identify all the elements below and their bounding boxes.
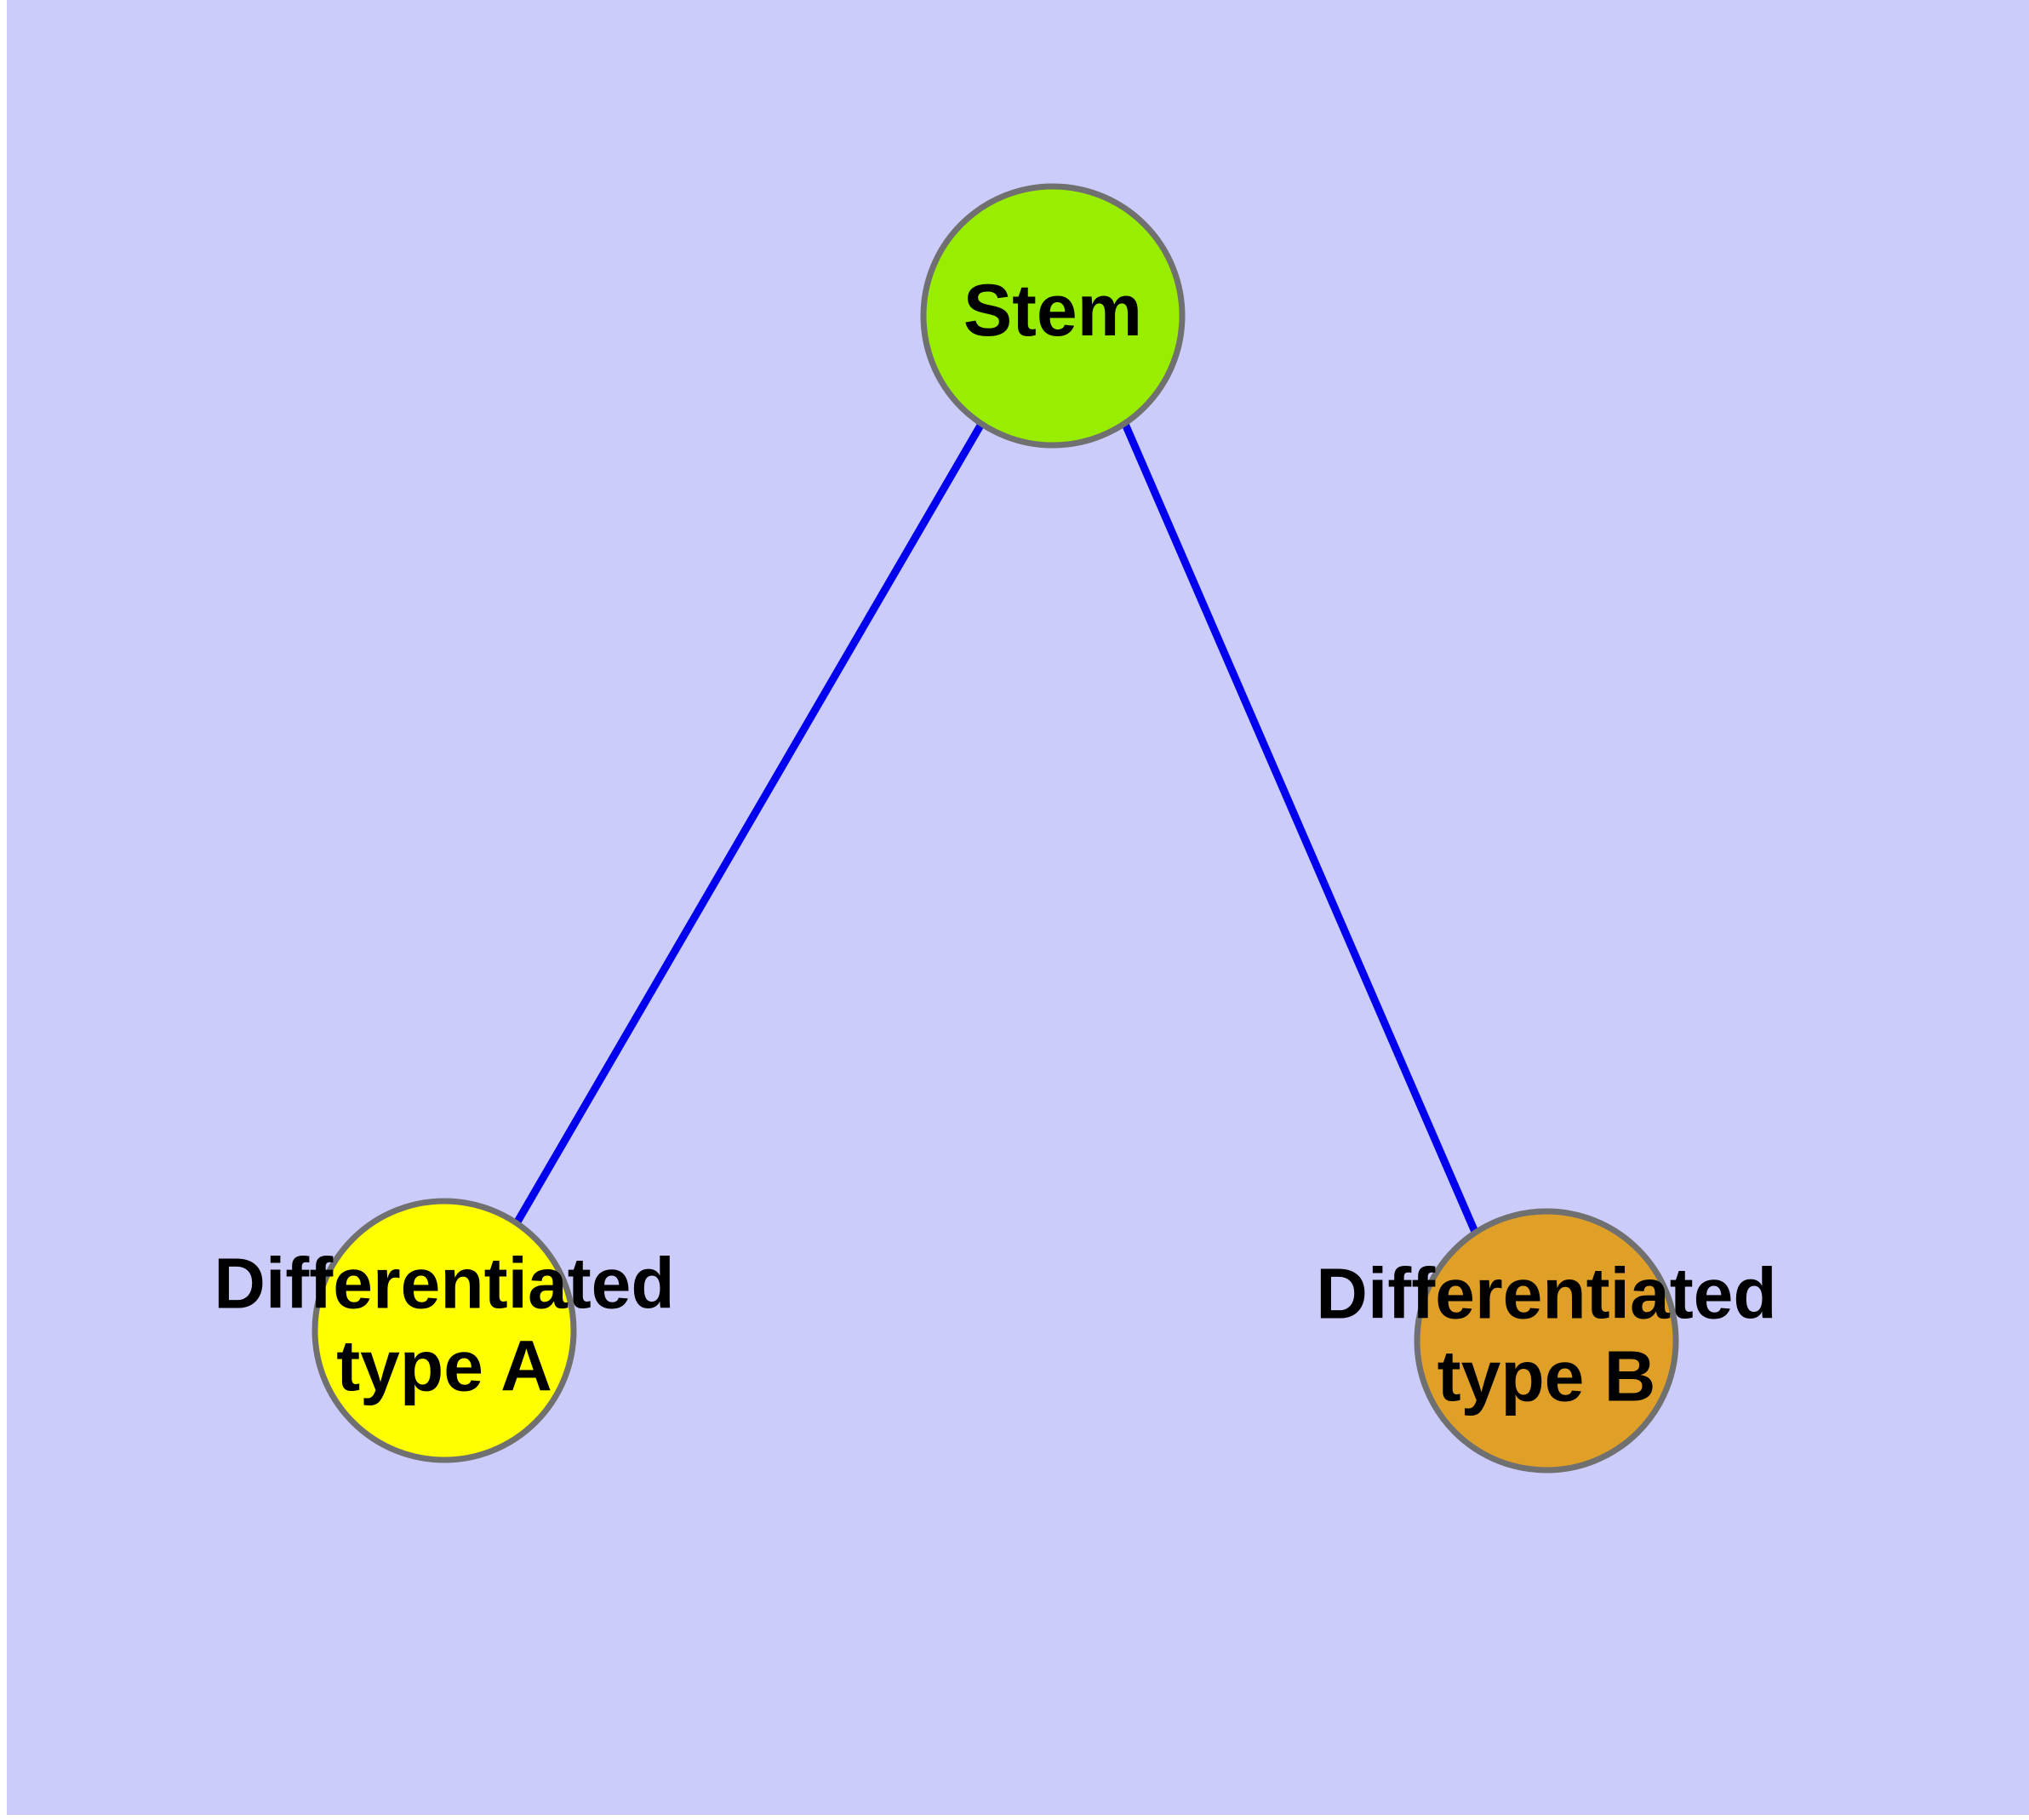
node-label-line: Stem: [963, 270, 1142, 352]
node-label-line: type B: [1437, 1336, 1656, 1417]
node-label-line: Differentiated: [214, 1243, 674, 1323]
nodes-group: [311, 183, 1679, 1474]
node-stem[interactable]: [920, 183, 1186, 449]
edge-stem-to-differentiated-type-a[interactable]: [513, 421, 985, 1226]
node-differentiated-type-a[interactable]: [311, 1198, 577, 1463]
edges-group: [513, 421, 1479, 1233]
node-differentiated-type-b[interactable]: [1414, 1208, 1679, 1474]
node-label-line: Differentiated: [1316, 1253, 1776, 1333]
edge-stem-to-differentiated-type-b[interactable]: [1121, 422, 1479, 1233]
node-label-line: type A: [336, 1326, 552, 1406]
node-label-stem: Stem: [963, 270, 1142, 352]
